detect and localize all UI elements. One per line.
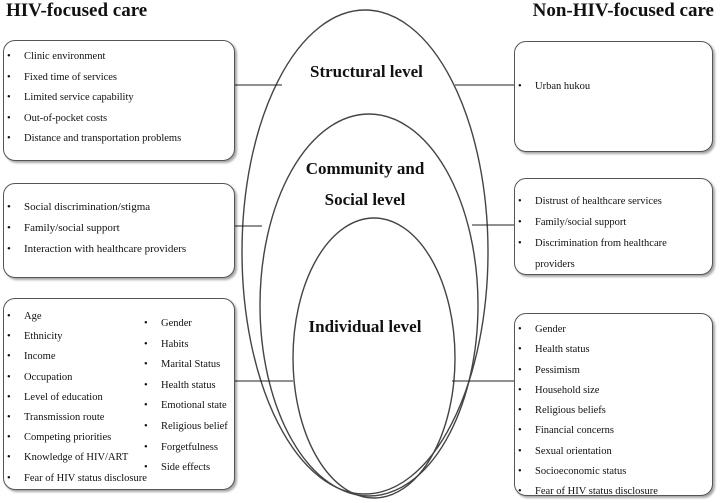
list-item: Clinic environment: [4, 47, 234, 68]
list-item: Habits: [141, 335, 228, 356]
list-item: Limited service capability: [4, 88, 234, 109]
community-level-line2: Social level: [324, 190, 406, 209]
list-item: Distance and transportation problems: [4, 129, 234, 150]
list-item: Financial concerns: [515, 421, 712, 442]
hiv-community-factors-box: Social discrimination/stigma Family/soci…: [3, 183, 235, 278]
community-level-line1: Community and: [305, 159, 425, 178]
list-item: Distrust of healthcare services: [515, 191, 712, 212]
list-item: Fear of HIV status disclosure: [515, 482, 712, 503]
list-item: Marital Status: [141, 355, 228, 376]
list-item: Level of education: [4, 388, 147, 408]
list-item: Fear of HIV status disclosure: [4, 469, 147, 489]
structural-level-ellipse: [241, 9, 489, 495]
list-item: Income: [4, 347, 147, 367]
list-item: Forgetfulness: [141, 438, 228, 459]
list-item: Gender: [515, 320, 712, 341]
hiv-focused-care-title: HIV-focused care: [6, 0, 148, 21]
hiv-structural-factors-box: Clinic environment Fixed time of service…: [3, 40, 235, 161]
non-hiv-individual-factors-box: Gender Health status Pessimism Household…: [514, 313, 713, 503]
list-item: Emotional state: [141, 396, 228, 417]
list-item: Family/social support: [4, 218, 234, 239]
list-item: Religious beliefs: [515, 401, 712, 422]
list-item: Knowledge of HIV/ART: [4, 448, 147, 468]
community-level-ellipse: [259, 113, 479, 497]
list-item: Household size: [515, 381, 712, 402]
list-item: Ethnicity: [4, 327, 147, 347]
community-level-label: Community and Social level: [300, 153, 430, 215]
hiv-individual-factors-box: Age Ethnicity Income Occupation Level of…: [3, 298, 235, 490]
non-hiv-focused-care-title: Non-HIV-focused care: [532, 0, 714, 21]
list-item: Transmission route: [4, 408, 147, 428]
list-item: Fixed time of services: [4, 68, 234, 89]
list-item: Sexual orientation: [515, 442, 712, 463]
individual-level-ellipse: [292, 217, 456, 499]
list-item: Occupation: [4, 368, 147, 388]
non-hiv-community-factors-box: Distrust of healthcare services Family/s…: [514, 178, 713, 275]
list-item: Socioeconomic status: [515, 462, 712, 483]
list-item: Pessimism: [515, 361, 712, 382]
list-item: Interaction with healthcare providers: [4, 239, 234, 260]
list-item: Gender: [141, 314, 228, 335]
list-item: Family/social support: [515, 212, 712, 233]
list-item: Age: [4, 307, 147, 327]
non-hiv-structural-factors-box: Urban hukou: [514, 41, 713, 152]
list-item: Out-of-pocket costs: [4, 109, 234, 130]
list-item: Side effects: [141, 458, 228, 479]
list-item: Health status: [141, 376, 228, 397]
list-item: Competing priorities: [4, 428, 147, 448]
structural-level-label: Structural level: [310, 62, 423, 81]
list-item: Social discrimination/stigma: [4, 197, 234, 218]
list-item: Urban hukou: [515, 81, 712, 92]
list-item: Discrimination from healthcare providers: [515, 233, 695, 275]
list-item: Religious belief: [141, 417, 228, 438]
list-item: Health status: [515, 340, 712, 361]
individual-level-label: Individual level: [308, 317, 422, 336]
